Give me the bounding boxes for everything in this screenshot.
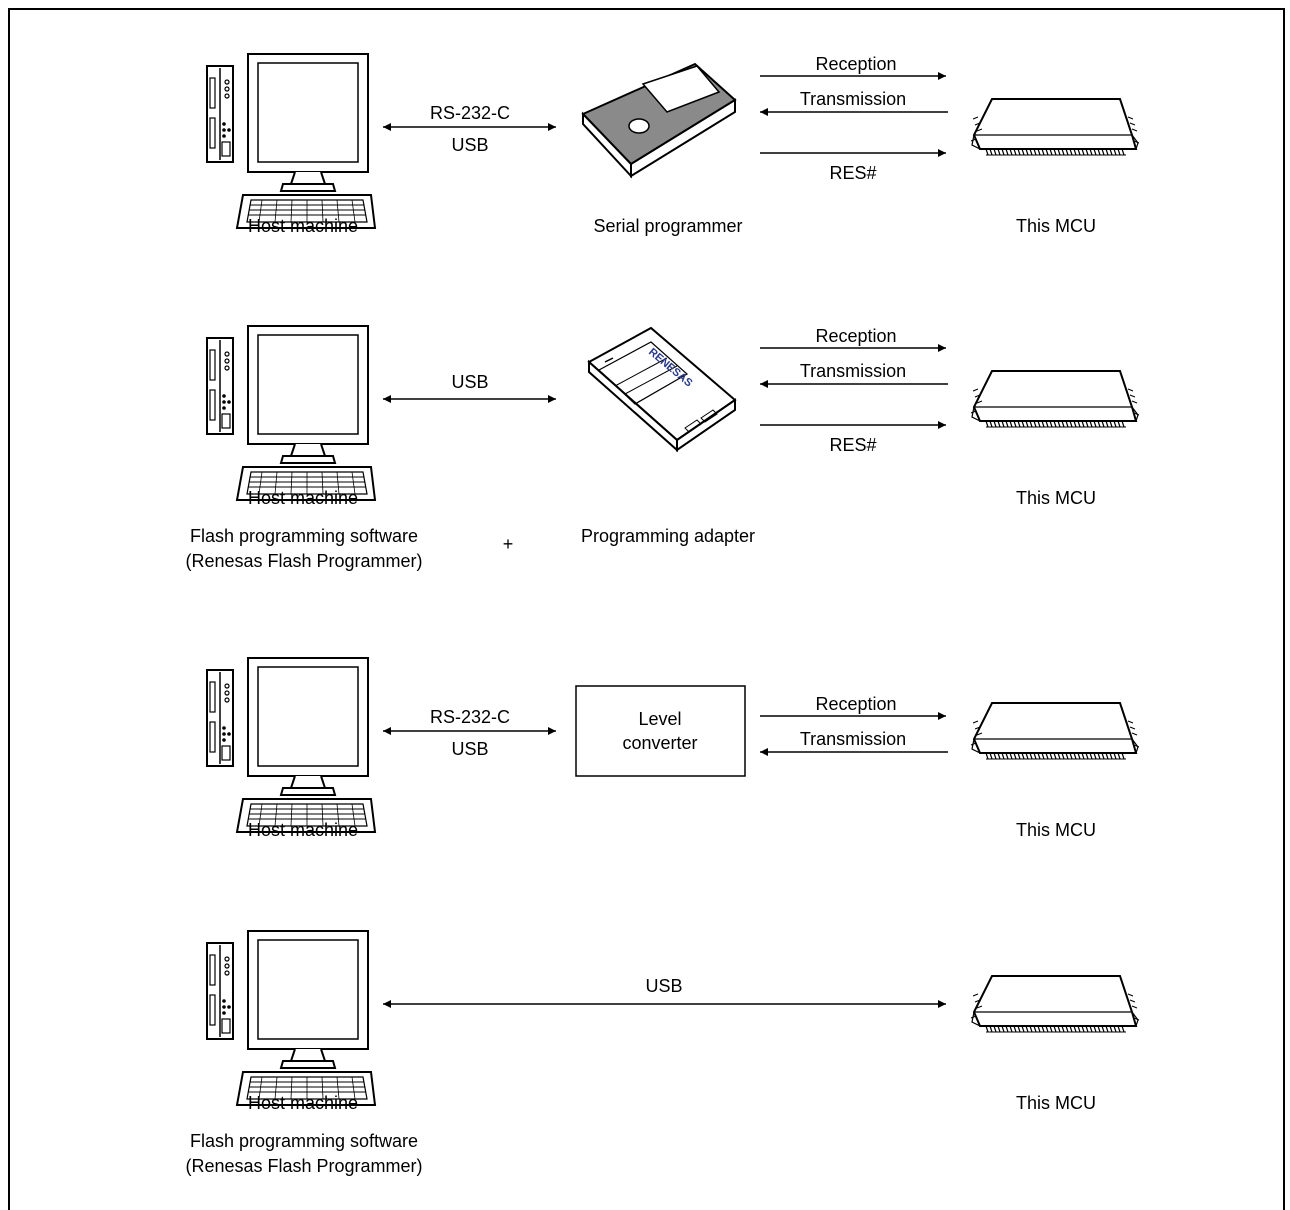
- mcu-label: This MCU: [1016, 488, 1096, 508]
- serial-programmer-icon: [582, 63, 736, 177]
- mcu-label: This MCU: [1016, 820, 1096, 840]
- link-label-usb: USB: [645, 976, 682, 996]
- row-level-converter: Host machine RS-232-C USB Level converte…: [206, 657, 1140, 840]
- device-label: Serial programmer: [593, 216, 742, 236]
- link-label-rs232c: RS-232-C: [430, 707, 510, 727]
- signal-label-transmission: Transmission: [800, 729, 906, 749]
- host-label: Host machine: [248, 1093, 358, 1113]
- page-border: [8, 8, 1285, 1210]
- signal-label-reception: Reception: [815, 54, 896, 74]
- device-label: Programming adapter: [581, 526, 755, 546]
- signal-label-transmission: Transmission: [800, 361, 906, 381]
- programming-adapter-icon: [588, 327, 736, 451]
- plus-sign: +: [503, 534, 514, 554]
- row-serial-programmer: Host machine RS-232-C USB Serial program…: [206, 53, 1140, 236]
- host-label: Host machine: [248, 820, 358, 840]
- host-computer-icon: [206, 930, 376, 1106]
- host-computer-icon: [206, 325, 376, 501]
- host-label: Host machine: [248, 488, 358, 508]
- software-label-line-2: (Renesas Flash Programmer): [185, 1156, 422, 1176]
- signal-label-res: RES#: [829, 163, 876, 183]
- software-label-line-1: Flash programming software: [190, 1131, 418, 1151]
- level-converter-label-line-2: converter: [622, 733, 697, 753]
- host-computer-icon: [206, 657, 376, 833]
- mcu-chip-icon: [970, 98, 1140, 156]
- mcu-chip-icon: [970, 702, 1140, 760]
- signal-label-reception: Reception: [815, 694, 896, 714]
- signal-label-res: RES#: [829, 435, 876, 455]
- signal-label-transmission: Transmission: [800, 89, 906, 109]
- mcu-label: This MCU: [1016, 216, 1096, 236]
- mcu-label: This MCU: [1016, 1093, 1096, 1113]
- link-label-usb: USB: [451, 739, 488, 759]
- host-label: Host machine: [248, 216, 358, 236]
- level-converter-box: [575, 685, 746, 777]
- signal-label-reception: Reception: [815, 326, 896, 346]
- link-label-usb: USB: [451, 372, 488, 392]
- mcu-chip-icon: [970, 975, 1140, 1033]
- row-direct-usb: Host machine USB This MCU Flash programm…: [185, 930, 1140, 1176]
- host-computer-icon: [206, 53, 376, 229]
- link-label-rs232c: RS-232-C: [430, 103, 510, 123]
- row-programming-adapter: Host machine USB RENESAS Reception Trans…: [185, 325, 1140, 571]
- software-label-line-2: (Renesas Flash Programmer): [185, 551, 422, 571]
- mcu-chip-icon: [970, 370, 1140, 428]
- software-label-line-1: Flash programming software: [190, 526, 418, 546]
- link-label-usb: USB: [451, 135, 488, 155]
- level-converter-label-line-1: Level: [638, 709, 681, 729]
